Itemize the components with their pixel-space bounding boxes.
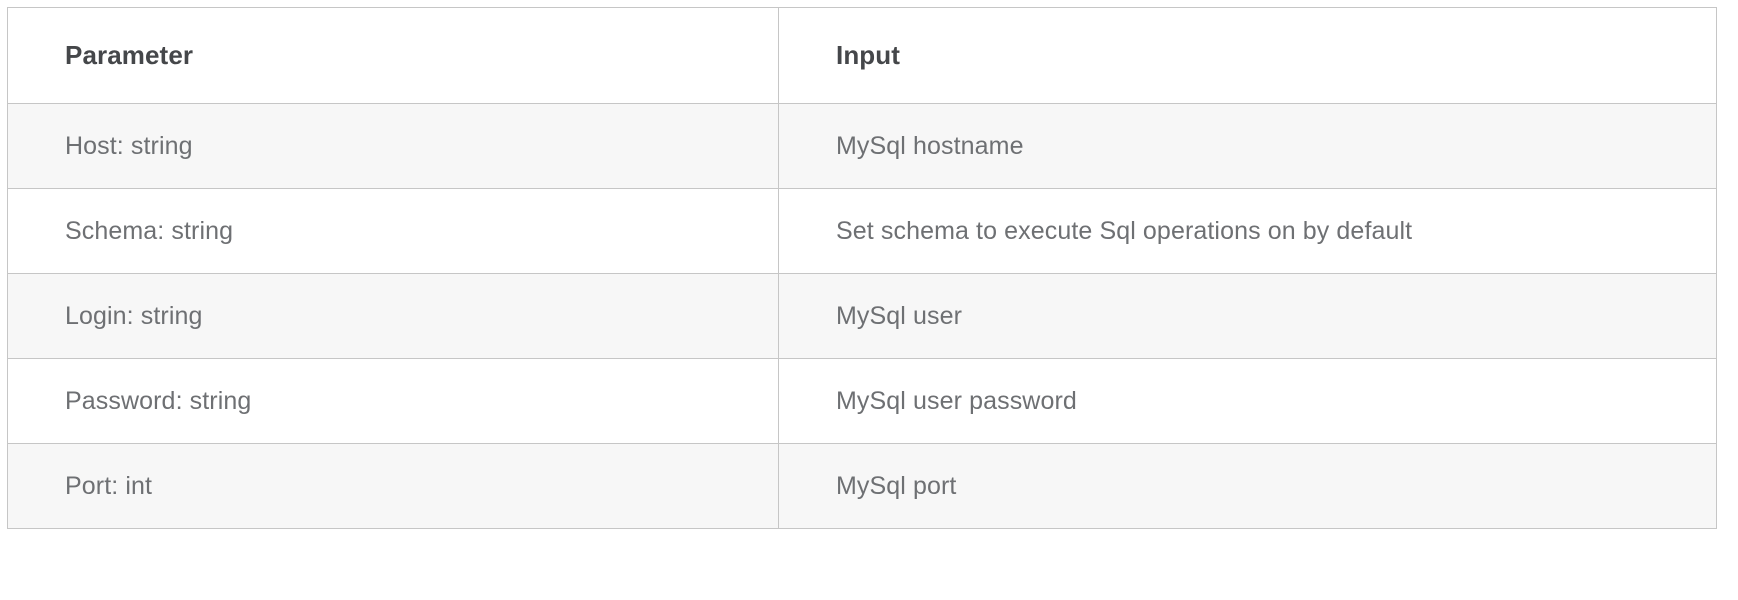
cell-parameter: Login: string — [7, 273, 779, 359]
parameter-description: MySql user — [836, 301, 963, 330]
table-row: Login: string MySql user — [7, 273, 1717, 359]
table-body: Host: string MySql hostname Schema: stri… — [7, 103, 1717, 529]
cell-parameter: Password: string — [7, 358, 779, 444]
table-header: Parameter Input — [7, 7, 1717, 104]
parameters-table: Parameter Input Host: string MySql hostn… — [7, 7, 1717, 529]
parameter-name: Password: string — [65, 386, 252, 415]
parameter-description: MySql port — [836, 471, 957, 500]
parameter-description: MySql user password — [836, 386, 1077, 415]
table-row: Schema: string Set schema to execute Sql… — [7, 188, 1717, 274]
column-header-parameter: Parameter — [7, 7, 779, 104]
parameter-name: Host: string — [65, 131, 193, 160]
parameter-description: Set schema to execute Sql operations on … — [836, 216, 1413, 245]
cell-parameter: Host: string — [7, 103, 779, 189]
cell-input: Set schema to execute Sql operations on … — [778, 188, 1717, 274]
cell-parameter: Schema: string — [7, 188, 779, 274]
table-row: Host: string MySql hostname — [7, 103, 1717, 189]
column-header-parameter-label: Parameter — [65, 39, 194, 70]
parameter-name: Login: string — [65, 301, 203, 330]
cell-input: MySql port — [778, 443, 1717, 529]
parameter-name: Port: int — [65, 471, 153, 500]
parameter-description: MySql hostname — [836, 131, 1024, 160]
cell-input: MySql user password — [778, 358, 1717, 444]
table-row: Port: int MySql port — [7, 443, 1717, 529]
table-header-row: Parameter Input — [7, 7, 1717, 104]
table-row: Password: string MySql user password — [7, 358, 1717, 444]
cell-input: MySql hostname — [778, 103, 1717, 189]
cell-input: MySql user — [778, 273, 1717, 359]
column-header-input-label: Input — [836, 39, 901, 70]
parameter-name: Schema: string — [65, 216, 234, 245]
column-header-input: Input — [778, 7, 1717, 104]
cell-parameter: Port: int — [7, 443, 779, 529]
